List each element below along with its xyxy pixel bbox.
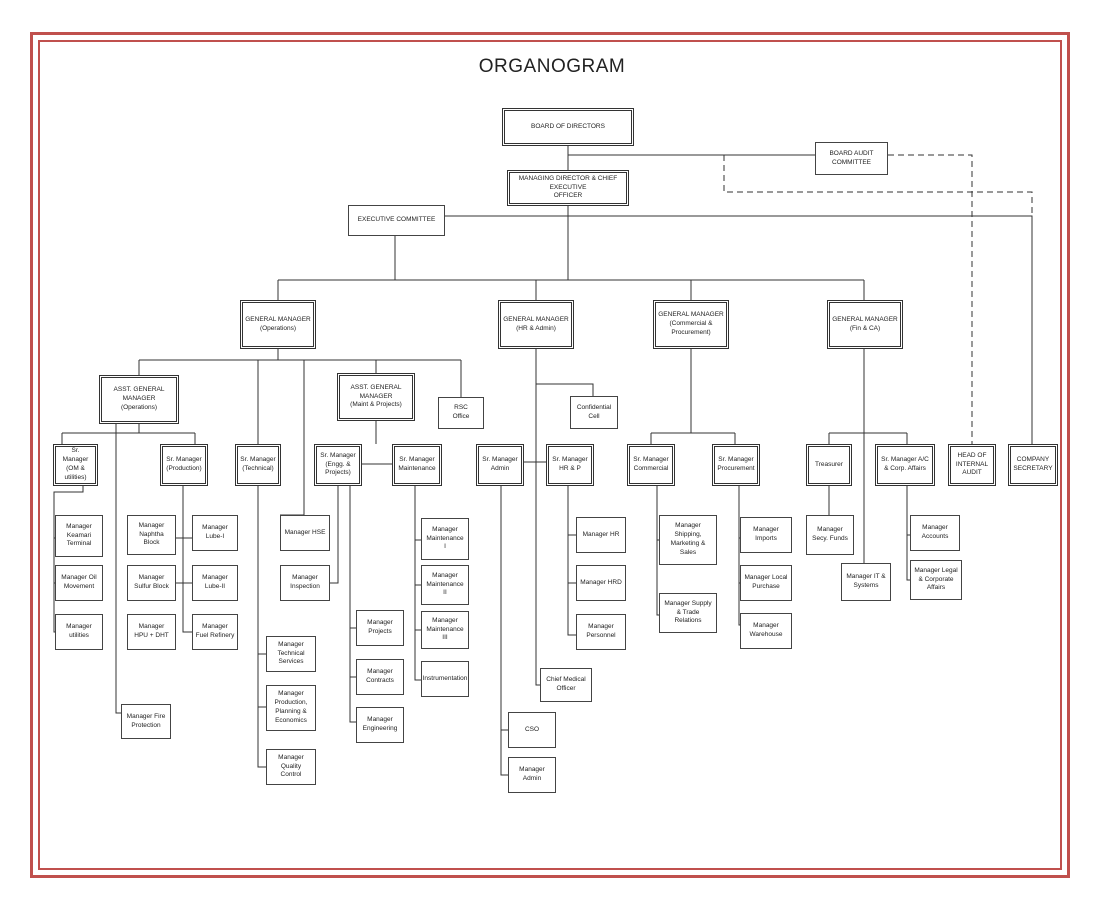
manager-maintenance-1-node: Manager Maintenance I: [421, 518, 469, 560]
rsc-office-node: RSC Office: [438, 397, 484, 429]
sr-manager-commercial-node: Sr. Manager Commercial: [627, 444, 675, 486]
treasurer-node: Treasurer: [806, 444, 852, 486]
agm-operations-node: ASST. GENERAL MANAGER (Operations): [99, 375, 179, 424]
managing-director-node: MANAGING DIRECTOR & CHIEF EXECUTIVE OFFI…: [507, 170, 629, 206]
sr-manager-hr-p-node: Sr. Manager HR & P: [546, 444, 594, 486]
board-audit-committee-node: BOARD AUDIT COMMITTEE: [815, 142, 888, 175]
sr-manager-technical-node: Sr. Manager (Technical): [235, 444, 281, 486]
manager-it-systems-node: Manager IT & Systems: [841, 563, 891, 601]
gm-hr-admin-node: GENERAL MANAGER (HR & Admin): [498, 300, 574, 349]
sr-manager-maintenance-node: Sr. Manager Maintenance: [392, 444, 442, 486]
manager-naphtha-block-node: Manager Naphtha Block: [127, 515, 176, 555]
manager-hse-node: Manager HSE: [280, 515, 330, 551]
page-title: ORGANOGRAM: [478, 56, 626, 77]
manager-supply-trade-node: Manager Supply & Trade Relations: [659, 593, 717, 633]
manager-inspection-node: Manager Inspection: [280, 565, 330, 601]
manager-warehouse-node: Manager Warehouse: [740, 613, 792, 649]
manager-engineering-node: Manager Engineering: [356, 707, 404, 743]
manager-production-planning-node: Manager Production, Planning & Economics: [266, 685, 316, 731]
executive-committee-node: EXECUTIVE COMMITTEE: [348, 205, 445, 236]
sr-manager-admin-node: Sr. Manager Admin: [476, 444, 524, 486]
manager-local-purchase-node: Manager Local Purchase: [740, 565, 792, 601]
manager-hrd-node: Manager HRD: [576, 565, 626, 601]
manager-personnel-node: Manager Personnel: [576, 614, 626, 650]
manager-hr-node: Manager HR: [576, 517, 626, 553]
manager-sulfur-block-node: Manager Sulfur Block: [127, 565, 176, 601]
instrumentation-node: Instrumentation: [421, 661, 469, 697]
manager-legal-corporate-node: Manager Legal & Corporate Affairs: [910, 560, 962, 600]
agm-maint-projects-node: ASST. GENERAL MANAGER (Maint & Projects): [337, 373, 415, 421]
manager-quality-control-node: Manager Quality Control: [266, 749, 316, 785]
manager-maintenance-2-node: Manager Maintenance II: [421, 565, 469, 605]
sr-manager-production-node: Sr. Manager (Production): [160, 444, 208, 486]
board-of-directors-node: BOARD OF DIRECTORS: [502, 108, 634, 146]
manager-fuel-refinery-node: Manager Fuel Refinery: [192, 614, 238, 650]
sr-manager-ac-corp-affairs-node: Sr. Manager A/C & Corp. Affairs: [875, 444, 935, 486]
company-secretary-node: COMPANY SECRETARY: [1008, 444, 1058, 486]
manager-hpu-dht-node: Manager HPU + DHT: [127, 614, 176, 650]
confidential-cell-node: Confidential Cell: [570, 396, 618, 429]
manager-contracts-node: Manager Contracts: [356, 659, 404, 695]
manager-maintenance-3-node: Manager Maintenance III: [421, 611, 469, 649]
gm-commercial-node: GENERAL MANAGER (Commercial & Procuremen…: [653, 300, 729, 349]
gm-operations-node: GENERAL MANAGER (Operations): [240, 300, 316, 349]
manager-lube-2-node: Manager Lube-II: [192, 565, 238, 601]
sr-manager-om-utilities-node: Sr. Manager (OM & utilities): [53, 444, 98, 486]
manager-shipping-marketing-node: Manager Shipping, Marketing & Sales: [659, 515, 717, 565]
manager-secy-funds-node: Manager Secy. Funds: [806, 515, 854, 555]
manager-admin-node: Manager Admin: [508, 757, 556, 793]
sr-manager-procurement-node: Sr. Manager Procurement: [712, 444, 760, 486]
manager-accounts-node: Manager Accounts: [910, 515, 960, 551]
inner-border: [38, 40, 1062, 870]
chief-medical-officer-node: Chief Medical Officer: [540, 668, 592, 702]
gm-finance-node: GENERAL MANAGER (Fin & CA): [827, 300, 903, 349]
head-internal-audit-node: HEAD OF INTERNAL AUDIT: [948, 444, 996, 486]
manager-technical-services-node: Manager Technical Services: [266, 636, 316, 672]
manager-lube-1-node: Manager Lube-I: [192, 515, 238, 551]
manager-keamari-terminal-node: Manager Keamari Terminal: [55, 515, 103, 557]
manager-imports-node: Manager Imports: [740, 517, 792, 553]
sr-manager-engg-projects-node: Sr. Manager (Engg. & Projects): [314, 444, 362, 486]
manager-projects-node: Manager Projects: [356, 610, 404, 646]
outer-border: [30, 32, 1070, 878]
manager-fire-protection-node: Manager Fire Protection: [121, 704, 171, 739]
manager-utilities-node: Manager utilities: [55, 614, 103, 650]
cso-node: CSO: [508, 712, 556, 748]
manager-oil-movement-node: Manager Oil Movement: [55, 565, 103, 601]
